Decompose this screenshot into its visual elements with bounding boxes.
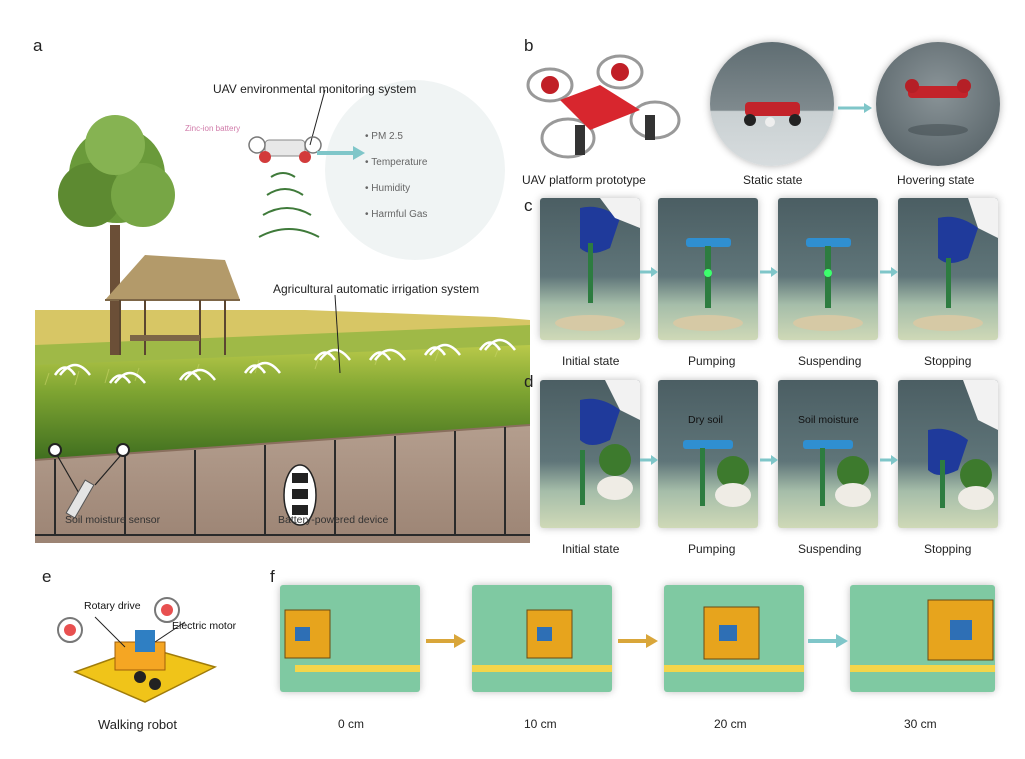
arrow-right-icon — [618, 634, 658, 653]
pump-suspending-caption: Suspending — [798, 354, 862, 368]
plant-pumping-caption: Pumping — [688, 542, 736, 556]
farm-scene — [34, 80, 531, 543]
walking-robot-illustration — [55, 592, 250, 712]
panel-e-letter: e — [42, 567, 52, 586]
hovering-state-caption: Hovering state — [897, 173, 975, 187]
metric-item: • Humidity — [365, 183, 411, 194]
arrow-right-icon — [880, 452, 898, 470]
plant-suspending-caption: Suspending — [798, 542, 862, 556]
arrow-right-icon — [760, 452, 778, 470]
arrow-right-icon — [760, 264, 778, 282]
metric-item: • PM 2.5 — [365, 131, 403, 142]
static-state-image — [710, 42, 834, 166]
pump-stopping-photo — [898, 198, 998, 340]
plant-suspending-photo — [778, 380, 878, 528]
pump-initial-caption: Initial state — [562, 354, 620, 368]
robot-0cm-photo — [280, 585, 420, 692]
arrow-right-icon — [426, 634, 466, 653]
soil-moisture-label: Soil moisture — [798, 414, 859, 426]
distance-30-caption: 30 cm — [904, 717, 937, 731]
robot-10cm-photo — [472, 585, 612, 692]
panel-f-letter: f — [270, 567, 275, 586]
pump-suspending-photo — [778, 198, 878, 340]
panel-a-letter: a — [33, 36, 43, 55]
robot-30cm-photo — [850, 585, 995, 692]
distance-10-caption: 10 cm — [524, 717, 557, 731]
battery-device-label: Battery-powered device — [278, 514, 389, 526]
pump-initial-photo — [540, 198, 640, 340]
metric-item: • Temperature — [365, 157, 428, 168]
walking-robot-caption: Walking robot — [98, 717, 177, 732]
arrow-right-icon — [808, 634, 848, 653]
rotary-drive-label: Rotary drive — [84, 600, 141, 612]
plant-stopping-caption: Stopping — [924, 542, 972, 556]
metrics-list: • PM 2.5 • Temperature • Humidity • Harm… — [365, 124, 427, 228]
zinc-ion-battery-label: Zinc-ion battery — [185, 124, 241, 133]
panel-a-illustration — [34, 55, 531, 543]
plant-initial-caption: Initial state — [562, 542, 620, 556]
static-to-hover-arrow — [838, 100, 872, 113]
static-state-caption: Static state — [743, 173, 803, 187]
panel-c-letter: c — [524, 196, 533, 215]
electric-motor-label: Electric motor — [172, 620, 237, 632]
distance-0-caption: 0 cm — [338, 717, 365, 731]
arrow-right-icon — [640, 264, 658, 282]
metric-item: • Harmful Gas — [365, 209, 428, 220]
hovering-state-image — [876, 42, 1000, 166]
panel-b-letter: b — [524, 36, 534, 55]
plant-pumping-photo — [658, 380, 758, 528]
uav-system-title: UAV environmental monitoring system — [213, 82, 417, 96]
arrow-right-icon — [640, 452, 658, 470]
pump-pumping-caption: Pumping — [688, 354, 736, 368]
robot-20cm-photo — [664, 585, 804, 692]
soil-sensor-label: Soil moisture sensor — [65, 514, 161, 526]
uav-prototype-caption: UAV platform prototype — [522, 173, 646, 187]
pump-stopping-caption: Stopping — [924, 354, 972, 368]
plant-stopping-photo — [898, 380, 998, 528]
distance-20-caption: 20 cm — [714, 717, 747, 731]
pump-pumping-photo — [658, 198, 758, 340]
plant-initial-photo — [540, 380, 640, 528]
irrigation-system-title: Agricultural automatic irrigation system — [273, 282, 480, 296]
dry-soil-label: Dry soil — [688, 414, 724, 426]
arrow-right-icon — [880, 264, 898, 282]
panel-d-letter: d — [524, 372, 534, 391]
uav-prototype-image — [520, 50, 685, 165]
